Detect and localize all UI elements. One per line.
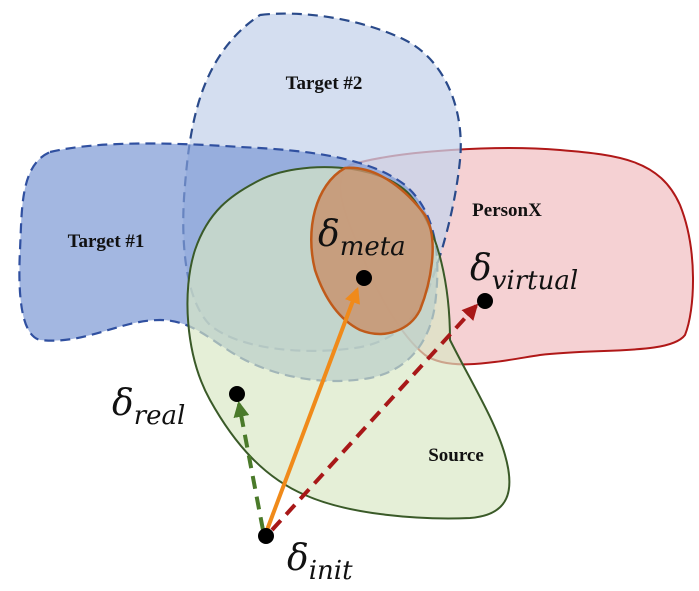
target1-label: Target #1 <box>68 231 145 252</box>
virtual-delta-symbol: δ <box>470 248 492 289</box>
init-subscript: init <box>309 556 353 586</box>
personx-label: PersonX <box>472 200 542 221</box>
real-subscript: real <box>134 401 186 431</box>
target2-label: Target #2 <box>286 73 363 94</box>
arrow-to-virtual <box>270 303 479 532</box>
meta-point <box>356 270 372 286</box>
real-point <box>229 386 245 402</box>
real-label: δreal <box>112 383 185 431</box>
meta-label: δmeta <box>318 214 406 262</box>
arrow-to-meta <box>265 287 360 531</box>
meta-region <box>310 166 434 336</box>
init-point <box>258 528 274 544</box>
arrow-to-real <box>233 400 265 531</box>
virtual-label: δvirtual <box>470 248 578 296</box>
virtual-subscript: virtual <box>492 266 578 296</box>
real-delta-symbol: δ <box>112 383 134 424</box>
meta-delta-symbol: δ <box>318 214 340 255</box>
meta-subscript: meta <box>340 232 406 262</box>
virtual-point <box>477 293 493 309</box>
init-label: δinit <box>287 538 353 586</box>
init-delta-symbol: δ <box>287 538 309 579</box>
source-label: Source <box>428 445 484 466</box>
